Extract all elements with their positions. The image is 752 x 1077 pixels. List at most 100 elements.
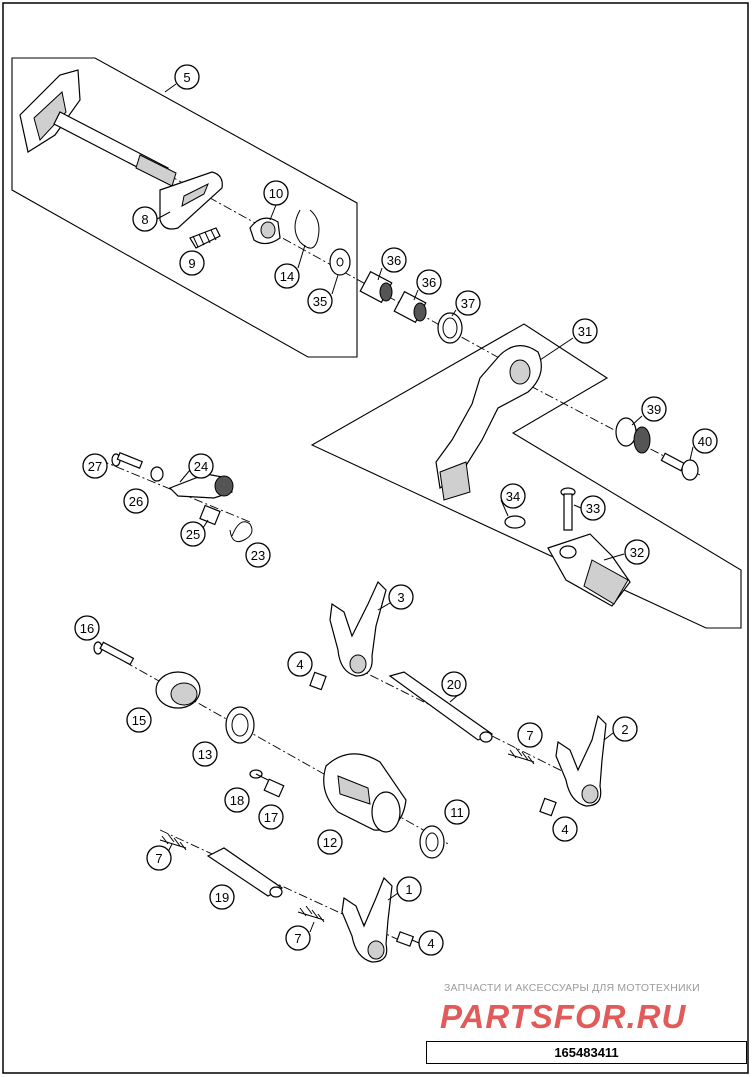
callout-number: 2 — [621, 722, 628, 737]
guide-roller-4-right — [539, 797, 557, 817]
pin-17 — [263, 778, 285, 798]
callout-number: 3 — [397, 590, 404, 605]
axis-upper-fork-rod — [339, 659, 601, 791]
shift-shaft-plate — [159, 171, 223, 230]
callout-circle — [287, 651, 313, 677]
callout-circle — [552, 816, 578, 842]
callout-circle — [174, 64, 200, 90]
callout-circle — [444, 799, 470, 825]
callout-circle — [388, 584, 414, 610]
callout-4: 4 — [552, 816, 578, 842]
callout-number: 17 — [264, 810, 278, 825]
callout-number: 26 — [129, 494, 143, 509]
spring-23 — [229, 521, 253, 543]
shift-rail-19 — [206, 847, 284, 898]
callout-circle — [396, 876, 422, 902]
callout-number: 33 — [586, 501, 600, 516]
callout-number: 39 — [647, 402, 661, 417]
callout-10: 10 — [263, 180, 289, 206]
callout-12: 12 — [317, 829, 343, 855]
callout-17: 17 — [258, 804, 284, 830]
callout-number: 18 — [230, 793, 244, 808]
callout-number: 35 — [313, 294, 327, 309]
shift-lever-tip-32 — [547, 533, 631, 607]
callout-number: 4 — [296, 657, 303, 672]
shift-rail-20 — [388, 671, 494, 743]
pin-33 — [560, 487, 576, 531]
spring-7-bottom — [297, 905, 325, 923]
callout-circle — [572, 318, 598, 344]
callout-number: 36 — [387, 253, 401, 268]
callout-7: 7 — [285, 925, 311, 951]
callout-circle — [285, 925, 311, 951]
callout-33: 33 — [580, 495, 606, 521]
callout-circle — [132, 206, 158, 232]
callout-20: 20 — [441, 671, 467, 697]
callout-4: 4 — [287, 651, 313, 677]
callout-19: 19 — [209, 884, 235, 910]
callout-number: 23 — [251, 548, 265, 563]
callout-number: 4 — [427, 936, 434, 951]
callout-number: 19 — [215, 890, 229, 905]
callout-36: 36 — [381, 247, 407, 273]
callout-11: 11 — [444, 799, 470, 825]
callout-circle — [126, 707, 152, 733]
spring-clip-10 — [249, 217, 281, 245]
callout-circle — [224, 787, 250, 813]
callout-number: 31 — [578, 324, 592, 339]
callout-circle — [82, 453, 108, 479]
bearing-36-b — [393, 290, 427, 324]
callout-23: 23 — [245, 542, 271, 568]
callout-27: 27 — [82, 453, 108, 479]
callout-number: 7 — [526, 728, 533, 743]
spring-7-left — [159, 833, 187, 851]
spring-34 — [504, 515, 526, 529]
callout-circle — [258, 804, 284, 830]
callout-circle — [381, 247, 407, 273]
bearing-36-a — [359, 270, 393, 304]
callout-number: 5 — [183, 70, 190, 85]
callout-circle — [188, 453, 214, 479]
shift-fork-2 — [555, 714, 607, 807]
callout-circle — [307, 288, 333, 314]
guide-roller-4-top — [309, 671, 327, 691]
callout-32: 32 — [624, 539, 650, 565]
callout-number: 37 — [461, 296, 475, 311]
callout-31: 31 — [572, 318, 598, 344]
callout-40: 40 — [692, 428, 718, 454]
callout-number: 14 — [280, 269, 294, 284]
callout-circle — [580, 495, 606, 521]
callout-number: 12 — [323, 835, 337, 850]
callout-7: 7 — [146, 845, 172, 871]
screw-16 — [93, 641, 135, 666]
callout-circle — [274, 263, 300, 289]
callout-circle — [612, 716, 638, 742]
shift-drum-locating-15 — [155, 671, 201, 709]
drawing-number: 165483411 — [554, 1045, 619, 1060]
callout-number: 20 — [447, 677, 461, 692]
callout-39: 39 — [641, 396, 667, 422]
watermark-caption: ЗАПЧАСТИ И АКСЕССУАРЫ ДЛЯ МОТОТЕХНИКИ — [444, 982, 700, 994]
callout-4: 4 — [418, 930, 444, 956]
shift-drum-12 — [323, 753, 407, 833]
callout-circle — [146, 845, 172, 871]
callout-number: 4 — [561, 822, 568, 837]
callout-circle — [692, 428, 718, 454]
callout-circle — [641, 396, 667, 422]
callout-circle — [192, 741, 218, 767]
callout-number: 7 — [155, 851, 162, 866]
callout-number: 13 — [198, 747, 212, 762]
callout-5: 5 — [174, 64, 200, 90]
callout-35: 35 — [307, 288, 333, 314]
callout-circle — [74, 615, 100, 641]
callout-number: 25 — [186, 527, 200, 542]
callout-15: 15 — [126, 707, 152, 733]
callout-number: 40 — [698, 434, 712, 449]
callout-1: 1 — [396, 876, 422, 902]
callout-number: 11 — [450, 805, 464, 820]
callout-13: 13 — [192, 741, 218, 767]
callout-3: 3 — [388, 584, 414, 610]
